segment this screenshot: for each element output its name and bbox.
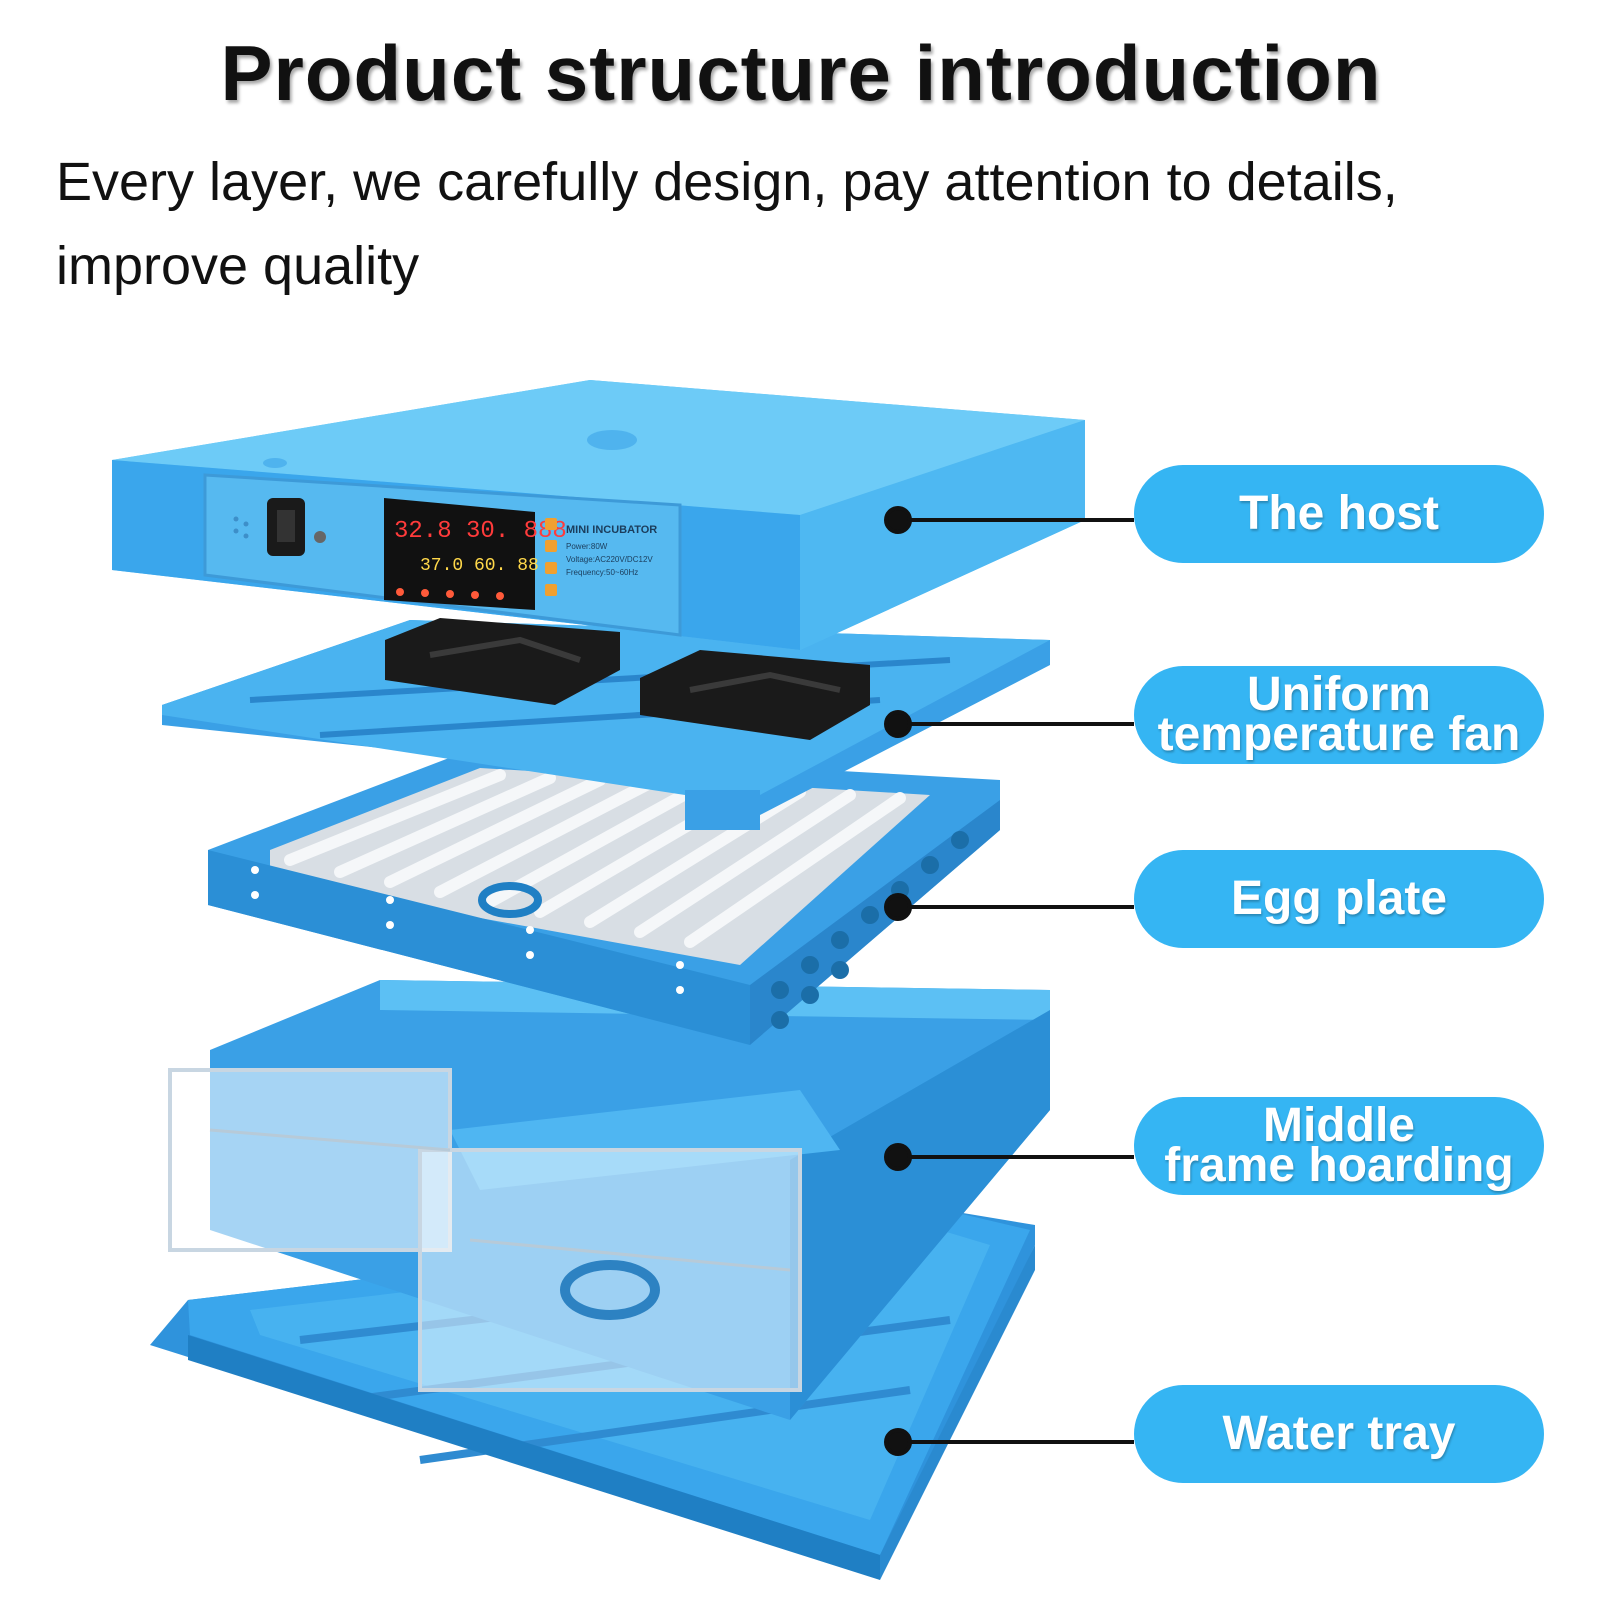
leader-dot-water-tray: [884, 1428, 912, 1456]
label-fan-line1: Uniform: [1247, 668, 1431, 721]
label-middle-frame-line2: frame hoarding: [1164, 1139, 1514, 1192]
middle-frame-part: [168, 980, 1050, 1420]
label-fan-line2: temperature fan: [1157, 708, 1521, 761]
label-the-host-text: The host: [1239, 487, 1439, 540]
fan-layer-part: [162, 618, 1050, 830]
label-the-host: The host: [1134, 465, 1544, 563]
panel-model-text: MINI INCUBATOR: [566, 524, 657, 536]
leader-lines: [884, 506, 1134, 1456]
label-egg-plate: Egg plate: [1134, 850, 1544, 948]
leader-dot-fan: [884, 710, 912, 738]
leader-dot-host: [884, 506, 912, 534]
egg-plate-part: [208, 750, 1000, 1045]
label-middle-frame-hoarding: Middle frame hoarding: [1134, 1097, 1544, 1195]
panel-voltage-text: Voltage:AC220V/DC12V: [566, 555, 653, 564]
display-top-readout: 32.8 30. 888: [394, 518, 567, 545]
page-subtitle: Every layer, we carefully design, pay at…: [56, 152, 1398, 296]
panel-frequency-text: Frequency:50~60Hz: [566, 568, 638, 577]
label-middle-frame-line1: Middle: [1262, 1099, 1415, 1152]
page-title: Product structure introduction: [220, 29, 1382, 117]
leader-dot-middle-frame: [884, 1143, 912, 1171]
label-water-tray-text: Water tray: [1222, 1407, 1456, 1460]
leader-dot-egg-plate: [884, 893, 912, 921]
host-part: 32.8 30. 888 37.0 60. 88 MINI INCUBATOR …: [112, 380, 1085, 650]
panel-power-text: Power:80W: [566, 542, 608, 551]
label-egg-plate-text: Egg plate: [1230, 872, 1448, 925]
display-bottom-readout: 37.0 60. 88: [420, 556, 539, 576]
label-uniform-temperature-fan: Uniform temperature fan: [1134, 666, 1544, 764]
label-water-tray: Water tray: [1134, 1385, 1544, 1483]
